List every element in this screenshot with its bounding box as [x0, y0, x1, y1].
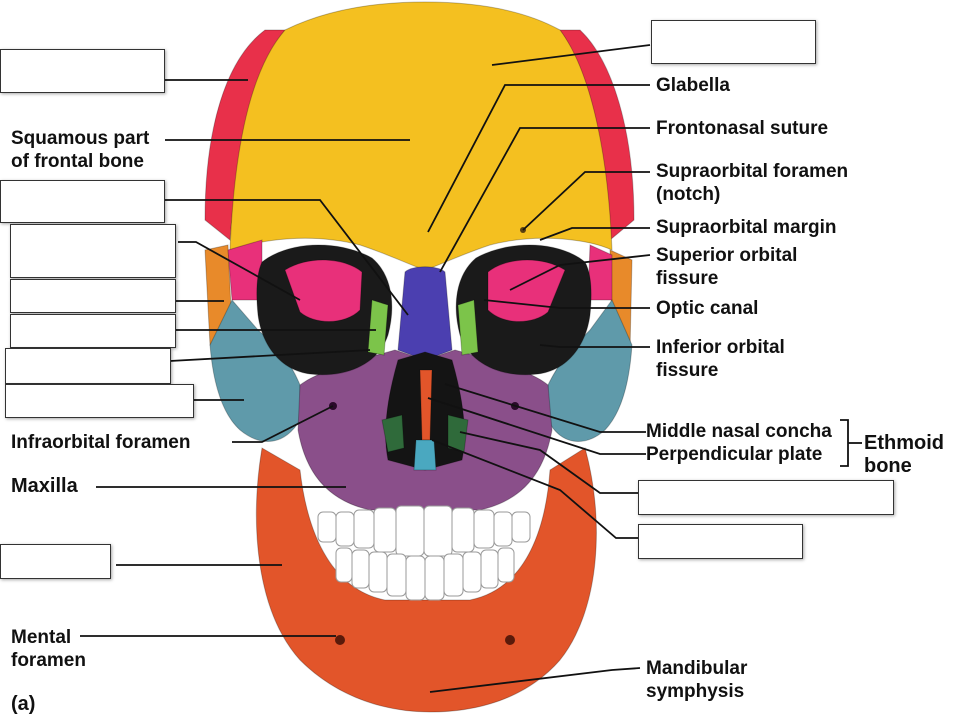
mandible [255, 447, 597, 713]
label-squamous-part: Squamous part of frontal bone [11, 127, 149, 173]
blank-label-box[interactable] [5, 384, 194, 418]
tooth [335, 511, 355, 547]
mental-foramen-hole [505, 635, 515, 645]
tooth [395, 505, 425, 557]
tooth [353, 509, 375, 549]
tooth [451, 507, 475, 553]
label-line: Squamous part [11, 128, 150, 149]
tooth [373, 507, 397, 553]
label-line: symphysis [646, 681, 745, 702]
blank-label-box[interactable] [10, 279, 176, 313]
blank-label-box[interactable] [10, 224, 176, 278]
label-ethmoid-bone: Ethmoid bone [864, 432, 944, 478]
leader-lines [80, 44, 862, 693]
label-mandibular-symphysis: Mandibular symphysis [646, 657, 747, 703]
label-supraorbital-margin: Supraorbital margin [656, 217, 837, 238]
label-optic-canal: Optic canal [656, 298, 759, 319]
tooth [351, 549, 370, 589]
blank-label-box[interactable] [638, 480, 894, 515]
blank-label-box[interactable] [638, 524, 803, 559]
label-line: fissure [656, 360, 719, 381]
blank-label-box[interactable] [10, 314, 176, 348]
tooth [405, 555, 426, 601]
label-maxilla: Maxilla [11, 475, 78, 497]
figure-label: (a) [11, 693, 36, 715]
lacrimal-bone [367, 299, 389, 356]
mental-foramen-hole [335, 635, 345, 645]
vomer-bone [413, 439, 437, 471]
label-line: bone [864, 455, 912, 477]
label-line: Ethmoid [864, 432, 944, 454]
tooth [317, 511, 337, 543]
lacrimal-bone [457, 299, 479, 356]
sphenoid-bone [587, 244, 613, 301]
label-line: fissure [656, 268, 719, 289]
tooth [493, 511, 513, 547]
label-supraorbital-foramen: Supraorbital foramen (notch) [656, 160, 848, 206]
perpendicular-plate [419, 369, 433, 441]
label-line: Mandibular [646, 658, 748, 679]
tooth [368, 551, 388, 593]
tooth [511, 511, 531, 543]
frontal-bone [229, 1, 613, 271]
sphenoid-orbital-surface [284, 259, 363, 322]
label-line: of frontal bone [11, 151, 144, 172]
tooth [335, 547, 353, 583]
tooth [443, 553, 464, 597]
label-line: Mental [11, 627, 72, 648]
label-frontonasal-suture: Frontonasal suture [656, 118, 829, 139]
tooth [423, 505, 453, 557]
blank-label-box[interactable] [0, 544, 111, 579]
teeth [317, 505, 531, 601]
label-infraorbital-foramen: Infraorbital foramen [11, 432, 191, 453]
label-perpendicular-plate: Perpendicular plate [646, 444, 823, 465]
label-glabella: Glabella [656, 75, 730, 96]
tooth [497, 547, 515, 583]
label-line: Inferior orbital [656, 337, 785, 358]
label-line: Superior orbital [656, 245, 798, 266]
blank-label-box[interactable] [0, 49, 165, 93]
tooth [462, 551, 482, 593]
label-line: Supraorbital foramen [656, 161, 849, 182]
blank-label-box[interactable] [651, 20, 816, 64]
label-middle-nasal-concha: Middle nasal concha [646, 421, 832, 442]
blank-label-box[interactable] [5, 348, 171, 384]
label-mental-foramen: Mental foramen [11, 626, 86, 672]
tooth [480, 549, 499, 589]
label-superior-orbital-fissure: Superior orbital fissure [656, 244, 797, 290]
blank-label-box[interactable] [0, 180, 165, 223]
tooth [424, 555, 445, 601]
tooth [473, 509, 495, 549]
label-inferior-orbital-fissure: Inferior orbital fissure [656, 336, 785, 382]
inferior-concha [381, 414, 405, 453]
tooth [386, 553, 407, 597]
label-line: foramen [11, 650, 86, 671]
label-line: (notch) [656, 184, 721, 205]
